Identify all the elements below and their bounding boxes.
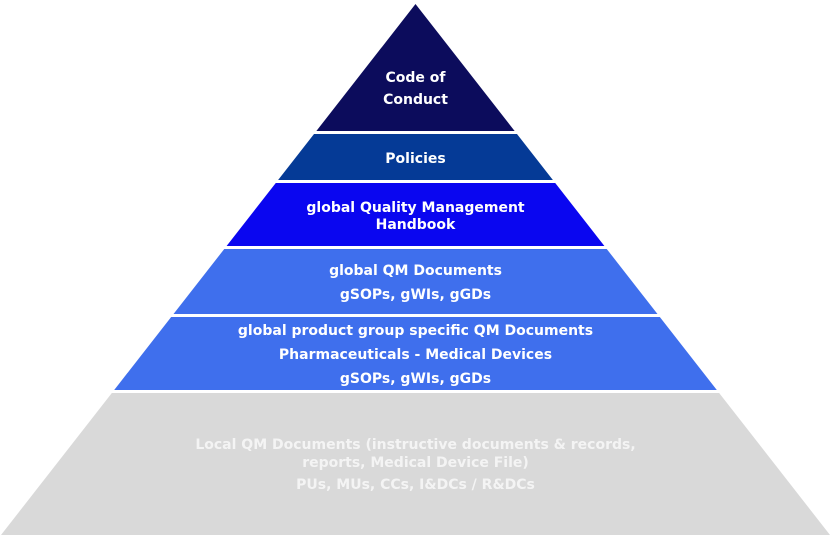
level-code-of-conduct-line-2: Conduct bbox=[383, 92, 448, 108]
level-code-of-conduct: Code of Conduct bbox=[316, 4, 515, 131]
level-global-qm-documents-line-2: gSOPs, gWIs, gGDs bbox=[340, 287, 491, 303]
level-global-qm-handbook-line-1: global Quality Management bbox=[306, 200, 525, 216]
level-policies: Policies bbox=[278, 134, 553, 180]
level-product-group-qm-documents-line-2: Pharmaceuticals - Medical Devices bbox=[279, 347, 552, 363]
level-global-qm-handbook-line-2: Handbook bbox=[376, 217, 456, 233]
level-local-qm-documents-line-2: reports, Medical Device File) bbox=[302, 455, 529, 471]
level-product-group-qm-documents: global product group specific QM Documen… bbox=[114, 317, 717, 390]
level-product-group-qm-documents-line-1: global product group specific QM Documen… bbox=[238, 323, 593, 339]
level-global-qm-documents-line-1: global QM Documents bbox=[329, 263, 502, 279]
level-global-qm-handbook: global Quality Management Handbook bbox=[226, 183, 605, 246]
level-local-qm-documents: Local QM Documents (instructive document… bbox=[1, 393, 830, 535]
level-global-qm-documents: global QM Documents gSOPs, gWIs, gGDs bbox=[173, 249, 658, 314]
level-code-of-conduct-line-1: Code of bbox=[386, 70, 447, 86]
level-code-of-conduct-shape bbox=[316, 4, 515, 131]
level-local-qm-documents-shape bbox=[1, 393, 830, 535]
level-policies-line-1: Policies bbox=[385, 151, 445, 167]
level-global-qm-handbook-shape bbox=[226, 183, 605, 246]
level-global-qm-documents-shape bbox=[173, 249, 658, 314]
level-policies-shape bbox=[278, 134, 553, 180]
level-local-qm-documents-line-1: Local QM Documents (instructive document… bbox=[195, 437, 635, 453]
level-local-qm-documents-line-3: PUs, MUs, CCs, I&DCs / R&DCs bbox=[296, 477, 535, 493]
level-product-group-qm-documents-shape bbox=[114, 317, 717, 390]
level-product-group-qm-documents-line-3: gSOPs, gWIs, gGDs bbox=[340, 371, 491, 387]
